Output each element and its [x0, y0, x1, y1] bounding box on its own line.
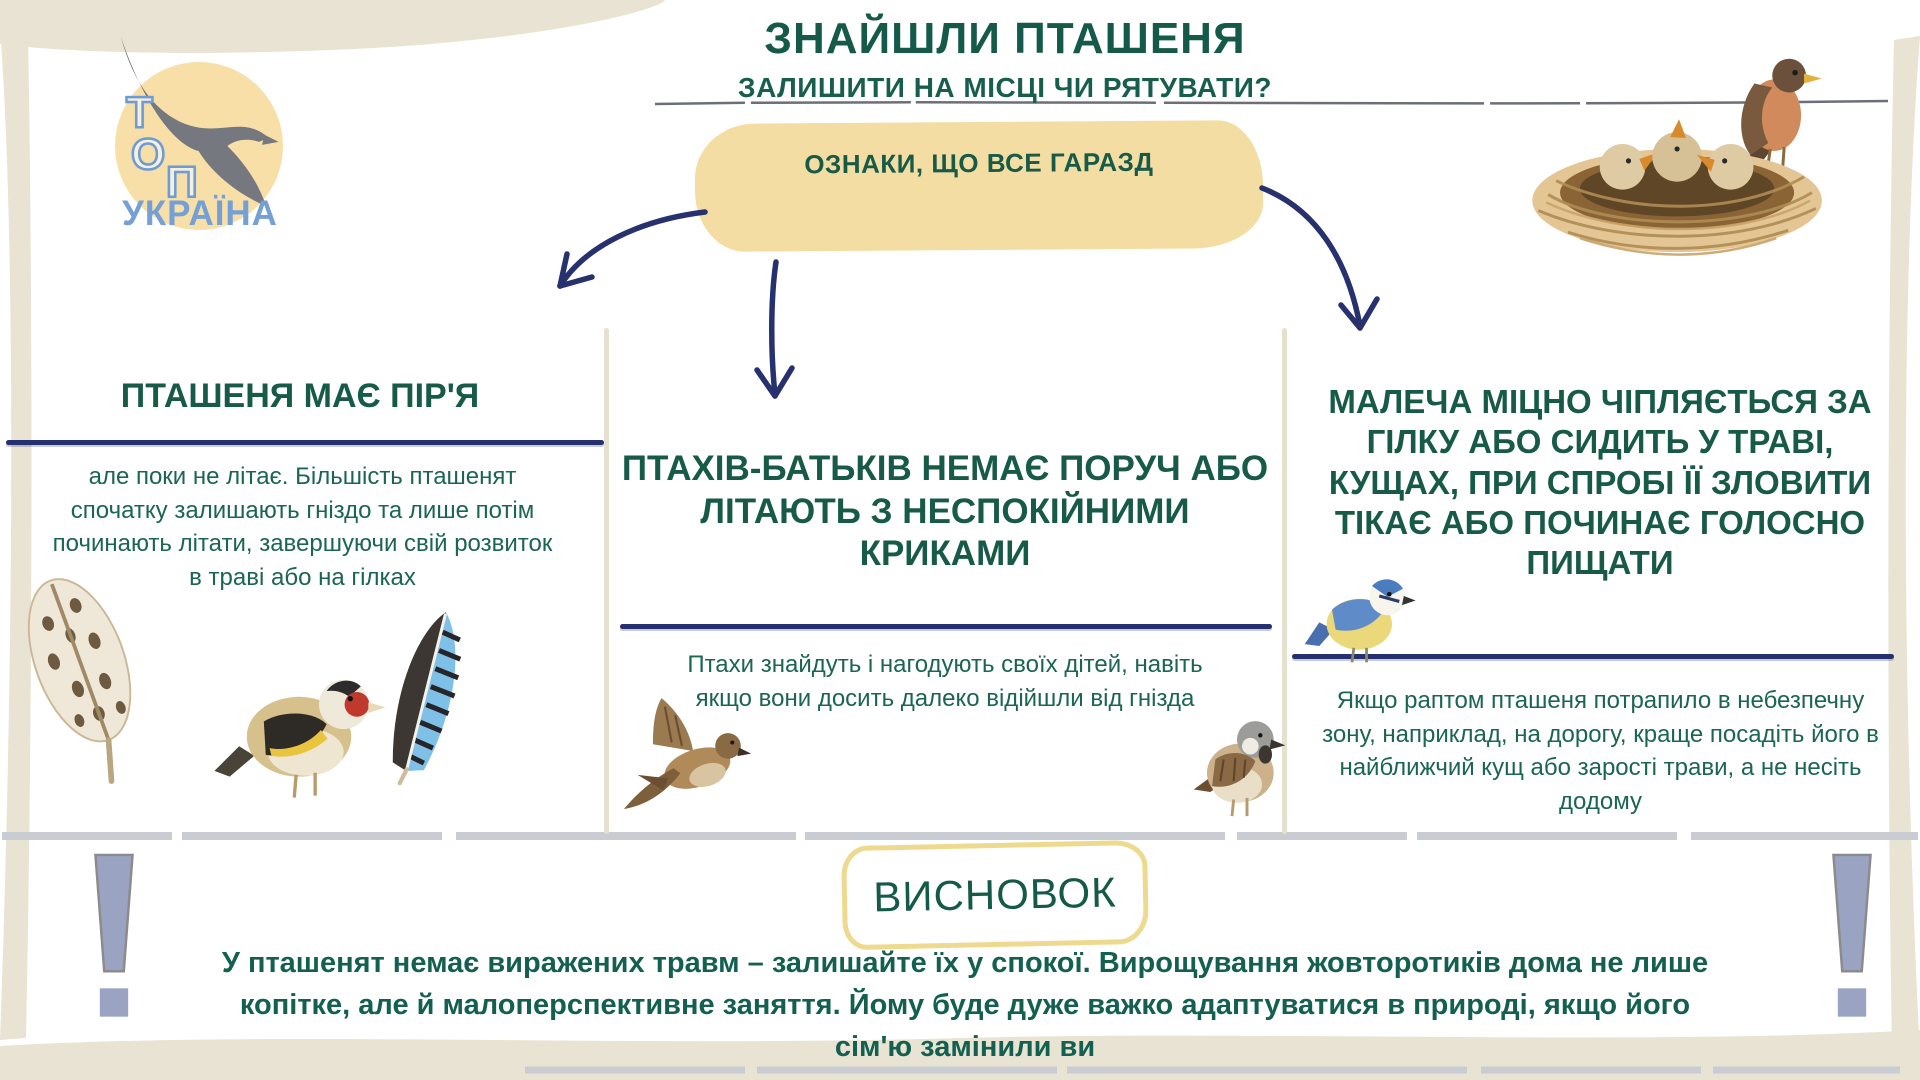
column2-heading: ПТАХІВ-БАТЬКІВ НЕМАЄ ПОРУЧ АБО ЛІТАЮТЬ З…: [621, 449, 1269, 574]
column3-body: Якщо раптом пташеня потрапило в небезпеч…: [1322, 687, 1879, 815]
arrow-left-icon: [557, 209, 708, 289]
page-subtitle: ЗАЛИШИТИ НА МІСЦІ ЧИ РЯТУВАТИ?: [738, 72, 1272, 103]
page-title: ЗНАЙШЛИ ПТАШЕНЯ: [764, 14, 1246, 63]
jay-blue-feather-image: [392, 612, 462, 786]
column2-underline: [620, 624, 1272, 629]
logo-letter-p: П: [165, 157, 199, 209]
exclamation-mark-icon: [94, 853, 134, 1017]
logo-letter-o: О: [130, 129, 167, 181]
spotted-feather-image: [27, 578, 132, 784]
goldfinch-image: [214, 679, 386, 798]
eagle-icon: [120, 36, 279, 207]
exclamation-mark-icon: [1832, 853, 1872, 1017]
flying-sparrow-image: [623, 698, 752, 810]
column2-body: Птахи знайдуть і нагодують своїх дітей, …: [687, 651, 1203, 712]
header: ЗНАЙШЛИ ПТАШЕНЯ ЗАЛИШИТИ НА МІСЦІ ЧИ РЯТ…: [640, 14, 1370, 104]
conclusion-text: У пташенят немає виражених травм – залиш…: [221, 947, 1709, 1064]
arrow-down-icon: [769, 259, 779, 397]
column3-heading: МАЛЕЧА МІЦНО ЧІПЛЯЄТЬСЯ ЗА ГІЛКУ АБО СИД…: [1328, 383, 1872, 581]
nest-with-chicks-image: [1532, 58, 1822, 256]
column3-underline: [1292, 654, 1894, 659]
column-divider-left: [604, 328, 609, 834]
column1-body: але поки не літає. Більшість пташенят сп…: [52, 463, 553, 591]
logo-country-label: УКРАЇНА: [122, 194, 278, 233]
blue-tit-image: [1304, 578, 1416, 663]
standing-sparrow-image: [1193, 721, 1286, 817]
column-divider-right: [1282, 328, 1287, 834]
arrow-right-icon: [1259, 185, 1363, 329]
column1-heading: ПТАШЕНЯ МАЄ ПІР'Я: [120, 377, 480, 415]
conclusion-title: ВИСНОВОК: [872, 868, 1118, 921]
conclusion-frame: ВИСНОВОК: [840, 839, 1150, 951]
column1-underline: [6, 440, 604, 445]
logo-letter-t: Т: [125, 87, 154, 139]
